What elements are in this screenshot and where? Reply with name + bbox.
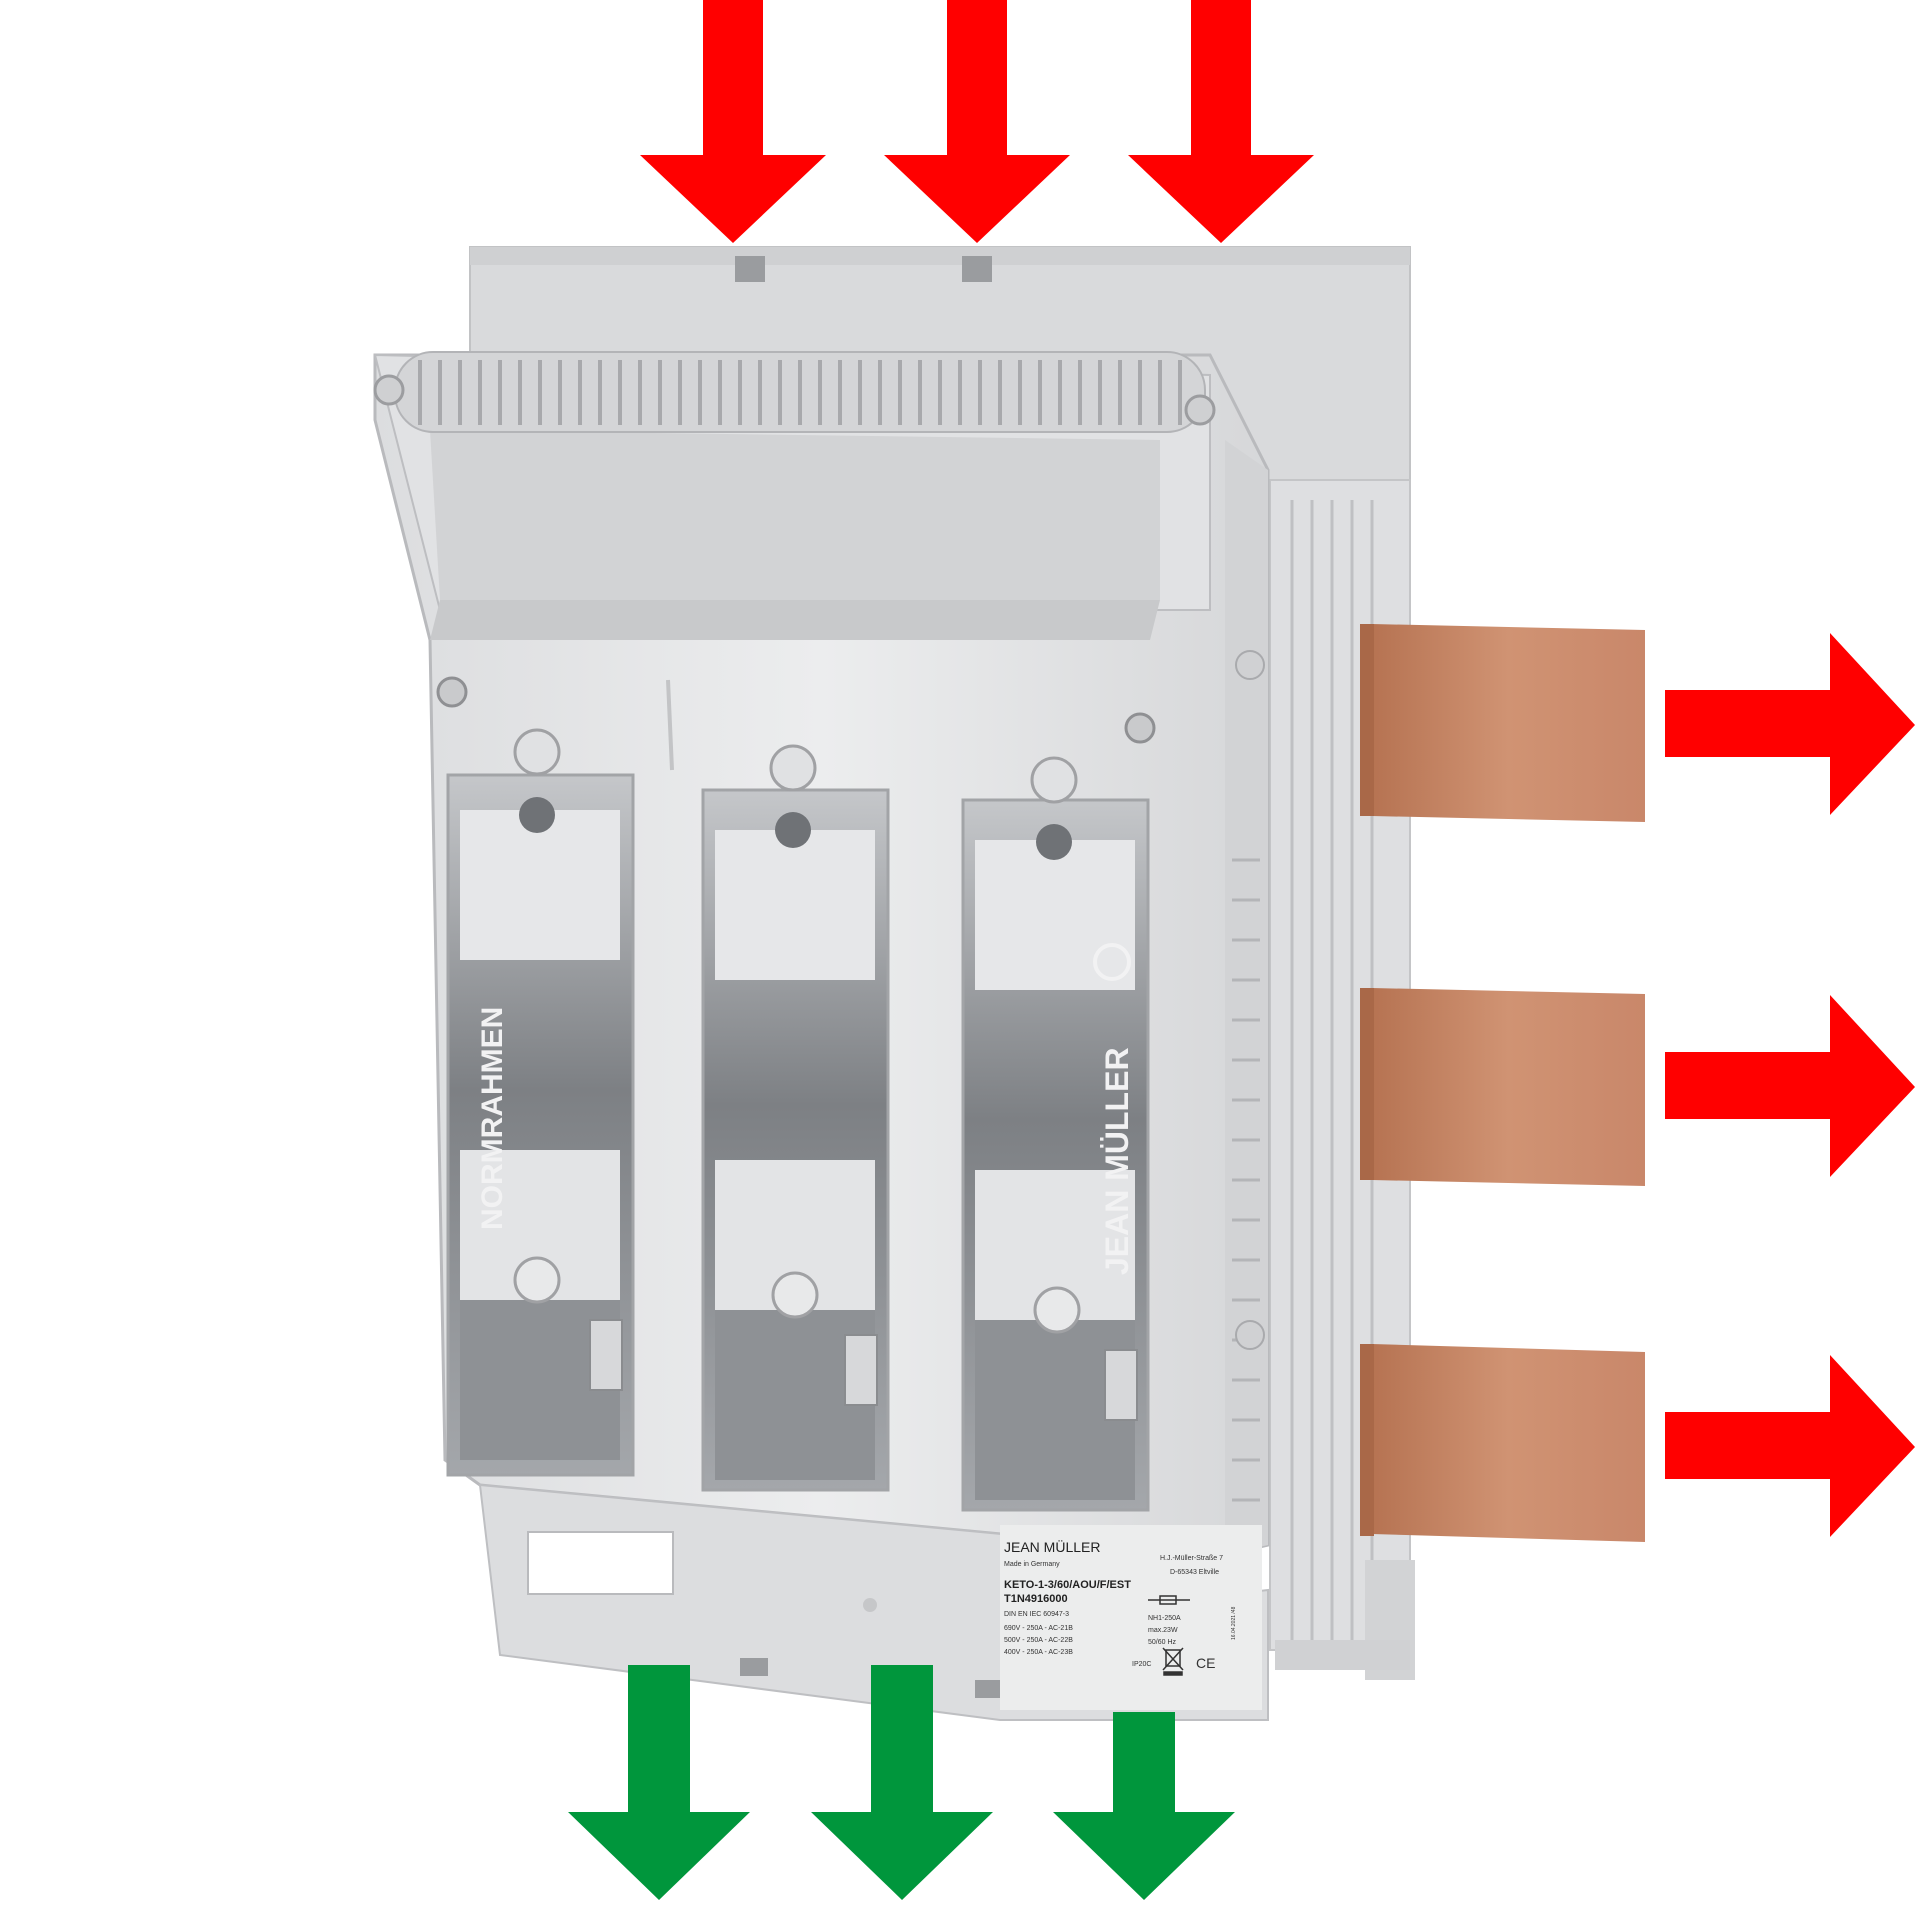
fuse-window-2 xyxy=(701,744,890,1492)
label-address-1: H.J.-Müller-Straße 7 xyxy=(1160,1555,1223,1562)
brand-logo-icon xyxy=(1093,943,1131,981)
frame-text: NORMRAHMEN xyxy=(476,1007,509,1230)
busbar-arrow-2 xyxy=(1665,995,1915,1177)
label-rating-1: 690V - 250A - AC-21B xyxy=(1004,1625,1073,1632)
label-brand: JEAN MÜLLER xyxy=(1004,1538,1100,1555)
fuse-window-1 xyxy=(446,728,635,1477)
label-frequency: 50/60 Hz xyxy=(1148,1639,1177,1646)
fuse-window-3 xyxy=(961,756,1150,1512)
label-ip-rating: IP20C xyxy=(1132,1661,1151,1668)
supply-arrow-2 xyxy=(884,0,1070,243)
supply-arrow-3 xyxy=(1128,0,1314,243)
outgoing-arrow-3 xyxy=(1053,1712,1235,1900)
brand-text: JEAN MÜLLER xyxy=(1099,1047,1135,1275)
busbar-2 xyxy=(1360,988,1645,1186)
outgoing-arrow-2 xyxy=(811,1665,993,1900)
busbar-arrow-3 xyxy=(1665,1355,1915,1537)
busbar-1 xyxy=(1360,624,1645,822)
label-address-2: D-65343 Eltville xyxy=(1170,1569,1219,1576)
rating-label: JEAN MÜLLER Made in Germany H.J.-Müller-… xyxy=(1000,1525,1262,1710)
label-type: KETO-1-3/60/AOU/F/EST xyxy=(1004,1579,1131,1591)
busbar-arrow-1 xyxy=(1665,633,1915,815)
supply-arrow-1 xyxy=(640,0,826,243)
label-max-power: max.23W xyxy=(1148,1627,1178,1634)
operating-handle xyxy=(373,351,1216,640)
label-standard: DIN EN IEC 60947-3 xyxy=(1004,1611,1069,1618)
label-made-in: Made in Germany xyxy=(1004,1561,1060,1568)
label-article: T1N4916000 xyxy=(1004,1593,1068,1605)
label-fuse-size: NH1-250A xyxy=(1148,1615,1181,1622)
rear-housing xyxy=(469,246,1415,1680)
outgoing-arrow-1 xyxy=(568,1665,750,1900)
label-rating-2: 500V - 250A - AC-22B xyxy=(1004,1637,1073,1644)
marking-label-field xyxy=(527,1531,674,1595)
ce-mark: CE xyxy=(1196,1655,1215,1671)
fuse-symbol-icon xyxy=(1148,1595,1190,1605)
handle-grip-ribs xyxy=(418,360,1182,425)
busbar-3 xyxy=(1360,1344,1645,1542)
label-rating-3: 400V - 250A - AC-23B xyxy=(1004,1649,1073,1656)
label-date-code: 16.04.2021 /48 xyxy=(1231,1606,1237,1640)
weee-bin-icon xyxy=(1162,1647,1184,1676)
cover-latches xyxy=(436,676,1156,744)
